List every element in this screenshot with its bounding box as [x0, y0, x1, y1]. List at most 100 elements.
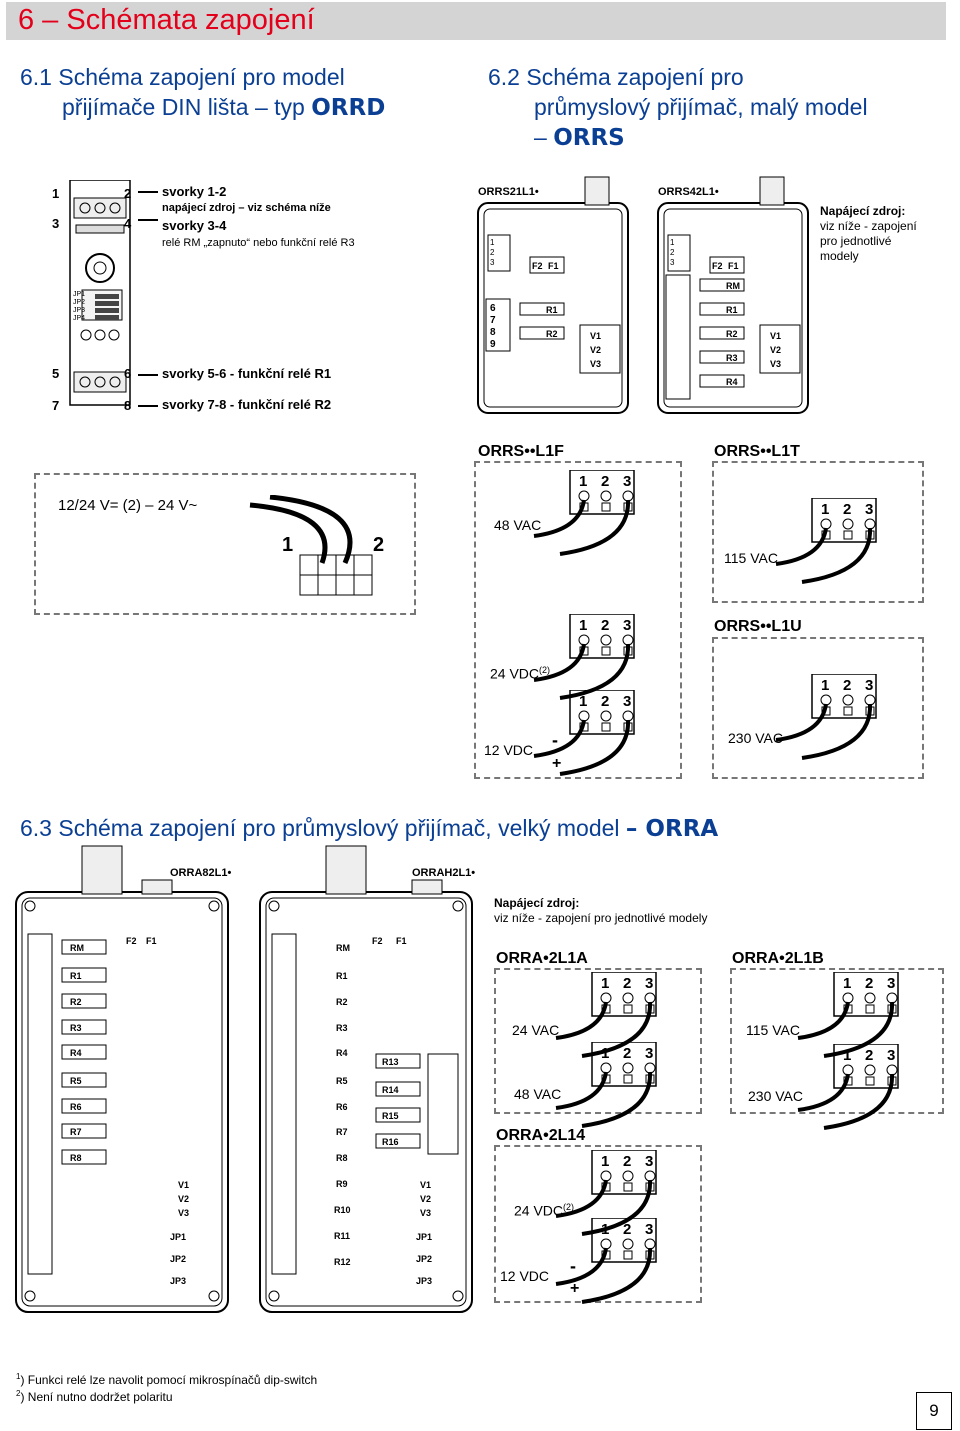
- svg-text:V2: V2: [590, 345, 601, 355]
- minus-sign: -: [552, 730, 558, 750]
- terminal-clamp: [623, 1182, 633, 1192]
- orra82-label: ORRA82L1•: [170, 867, 232, 879]
- terminal-number: 1: [601, 975, 609, 992]
- orrs-l1t-title: ORRS••L1T: [714, 443, 800, 460]
- terminal-screw: [600, 710, 612, 722]
- orrs-l1f-24vdc: 24 VDC(2): [490, 665, 550, 682]
- orra-supply-text: viz níže - zapojení pro jednotlivé model…: [494, 911, 708, 925]
- orrs-supply-note: Napájecí zdroj: viz níže - zapojení pro …: [820, 204, 917, 264]
- section-6-3-heading: 6.3 Schéma zapojení pro průmyslový přijí…: [20, 813, 718, 844]
- din-note-3: svorky 3-4: [162, 218, 227, 233]
- terminal-screw: [622, 490, 634, 502]
- terminal-number: 2: [623, 1153, 631, 1170]
- orrd-terminal-drawing: [249, 495, 373, 596]
- terminal-number: 2: [623, 1045, 631, 1062]
- section-6-1-line2: přijímače DIN lišta – typ: [62, 94, 312, 120]
- svg-text:2: 2: [670, 248, 675, 257]
- svg-text:V2: V2: [420, 1194, 431, 1204]
- svg-text:V3: V3: [590, 359, 601, 369]
- page-title: 6 – Schémata zapojení: [18, 4, 315, 36]
- wire: [555, 1179, 608, 1218]
- orra-2l14-12vdc: 12 VDC: [500, 1268, 550, 1284]
- din-terminal-2: 2: [124, 186, 132, 201]
- terminal-screw: [622, 710, 634, 722]
- terminal-screw: [600, 1238, 612, 1250]
- terminal-frame: [811, 674, 877, 719]
- orra-2l14-24vdc-note: (2): [563, 1202, 575, 1212]
- terminal-frame: [591, 972, 657, 1017]
- din-terminal-8: 8: [124, 398, 132, 413]
- terminal-clamp: [865, 1004, 875, 1014]
- terminal-clamp: [865, 1076, 875, 1086]
- footnote-2: 2) Není nutno dodržet polaritu: [16, 1387, 317, 1404]
- svg-text:V1: V1: [420, 1180, 431, 1190]
- orrs-supply-line2: pro jednotlivé: [820, 234, 892, 248]
- svg-text:F1: F1: [146, 936, 157, 946]
- din-terminal-1: 1: [52, 186, 60, 201]
- svg-text:7: 7: [490, 315, 496, 326]
- svg-text:9: 9: [490, 339, 496, 350]
- footnote-1: 1) Funkci relé lze navolit pomocí mikros…: [16, 1370, 317, 1387]
- wire: [581, 1071, 653, 1128]
- din-note-1: svorky 1-2: [162, 184, 227, 199]
- wire: [533, 643, 586, 682]
- svg-text:F2: F2: [712, 261, 723, 271]
- terminal-clamp: [843, 530, 853, 540]
- orrs42-label: ORRS42L1•: [658, 186, 719, 198]
- svg-text:R15: R15: [382, 1111, 399, 1121]
- terminal-number: 1: [843, 1047, 851, 1064]
- svg-text:F1: F1: [728, 261, 739, 271]
- svg-text:R8: R8: [70, 1153, 82, 1163]
- orrs-l1t-115vac: 115 VAC: [724, 550, 778, 566]
- terminal-screw: [842, 1064, 854, 1076]
- terminal-number: 1: [821, 677, 829, 694]
- orra-2l1a-box: [494, 968, 702, 1114]
- terminal-screw: [622, 1238, 634, 1250]
- svg-text:R2: R2: [70, 997, 82, 1007]
- terminal-screw: [886, 1064, 898, 1076]
- svg-text:R1: R1: [546, 305, 558, 315]
- terminal-screw: [842, 992, 854, 1004]
- terminal-screw: [622, 1170, 634, 1182]
- terminal-clamp: [623, 1074, 633, 1084]
- terminal-clamp: [601, 502, 611, 512]
- svg-text:R4: R4: [70, 1048, 82, 1058]
- svg-text:V3: V3: [178, 1208, 189, 1218]
- orrs-l1f-12vdc: 12 VDC: [484, 742, 534, 758]
- terminal-frame: [569, 614, 635, 659]
- svg-text:R8: R8: [336, 1153, 348, 1163]
- terminal-frame: [569, 690, 635, 735]
- din-note-4: relé RM „zapnuto“ nebo funkční relé R3: [162, 237, 355, 249]
- terminal-number: 2: [843, 677, 851, 694]
- orra-2l1b-230vac: 230 VAC: [748, 1088, 803, 1104]
- wire: [559, 719, 631, 776]
- svg-text:R2: R2: [546, 329, 558, 339]
- svg-text:R1: R1: [336, 971, 348, 981]
- svg-text:V1: V1: [590, 331, 601, 341]
- wire: [533, 719, 586, 758]
- terminal-screw: [644, 1062, 656, 1074]
- terminal-frame: [833, 1044, 899, 1089]
- terminal-number: 1: [843, 975, 851, 992]
- svg-text:R7: R7: [70, 1127, 82, 1137]
- terminal-screw: [600, 634, 612, 646]
- terminal-number: 3: [865, 501, 873, 518]
- wire: [823, 1073, 895, 1130]
- svg-text:V3: V3: [770, 359, 781, 369]
- wire: [559, 499, 631, 556]
- terminal-screw: [600, 992, 612, 1004]
- terminal-screw: [864, 694, 876, 706]
- svg-text:R2: R2: [336, 997, 348, 1007]
- orra-2l1a-48vac: 48 VAC: [514, 1086, 562, 1102]
- page-number: 9: [916, 1392, 952, 1430]
- plus-sign: +: [552, 755, 562, 772]
- terminal-number: 3: [645, 975, 653, 992]
- svg-text:R6: R6: [336, 1102, 348, 1112]
- din-note-2: napájecí zdroj – viz schéma níže: [162, 202, 331, 214]
- svg-text:RM: RM: [70, 943, 84, 953]
